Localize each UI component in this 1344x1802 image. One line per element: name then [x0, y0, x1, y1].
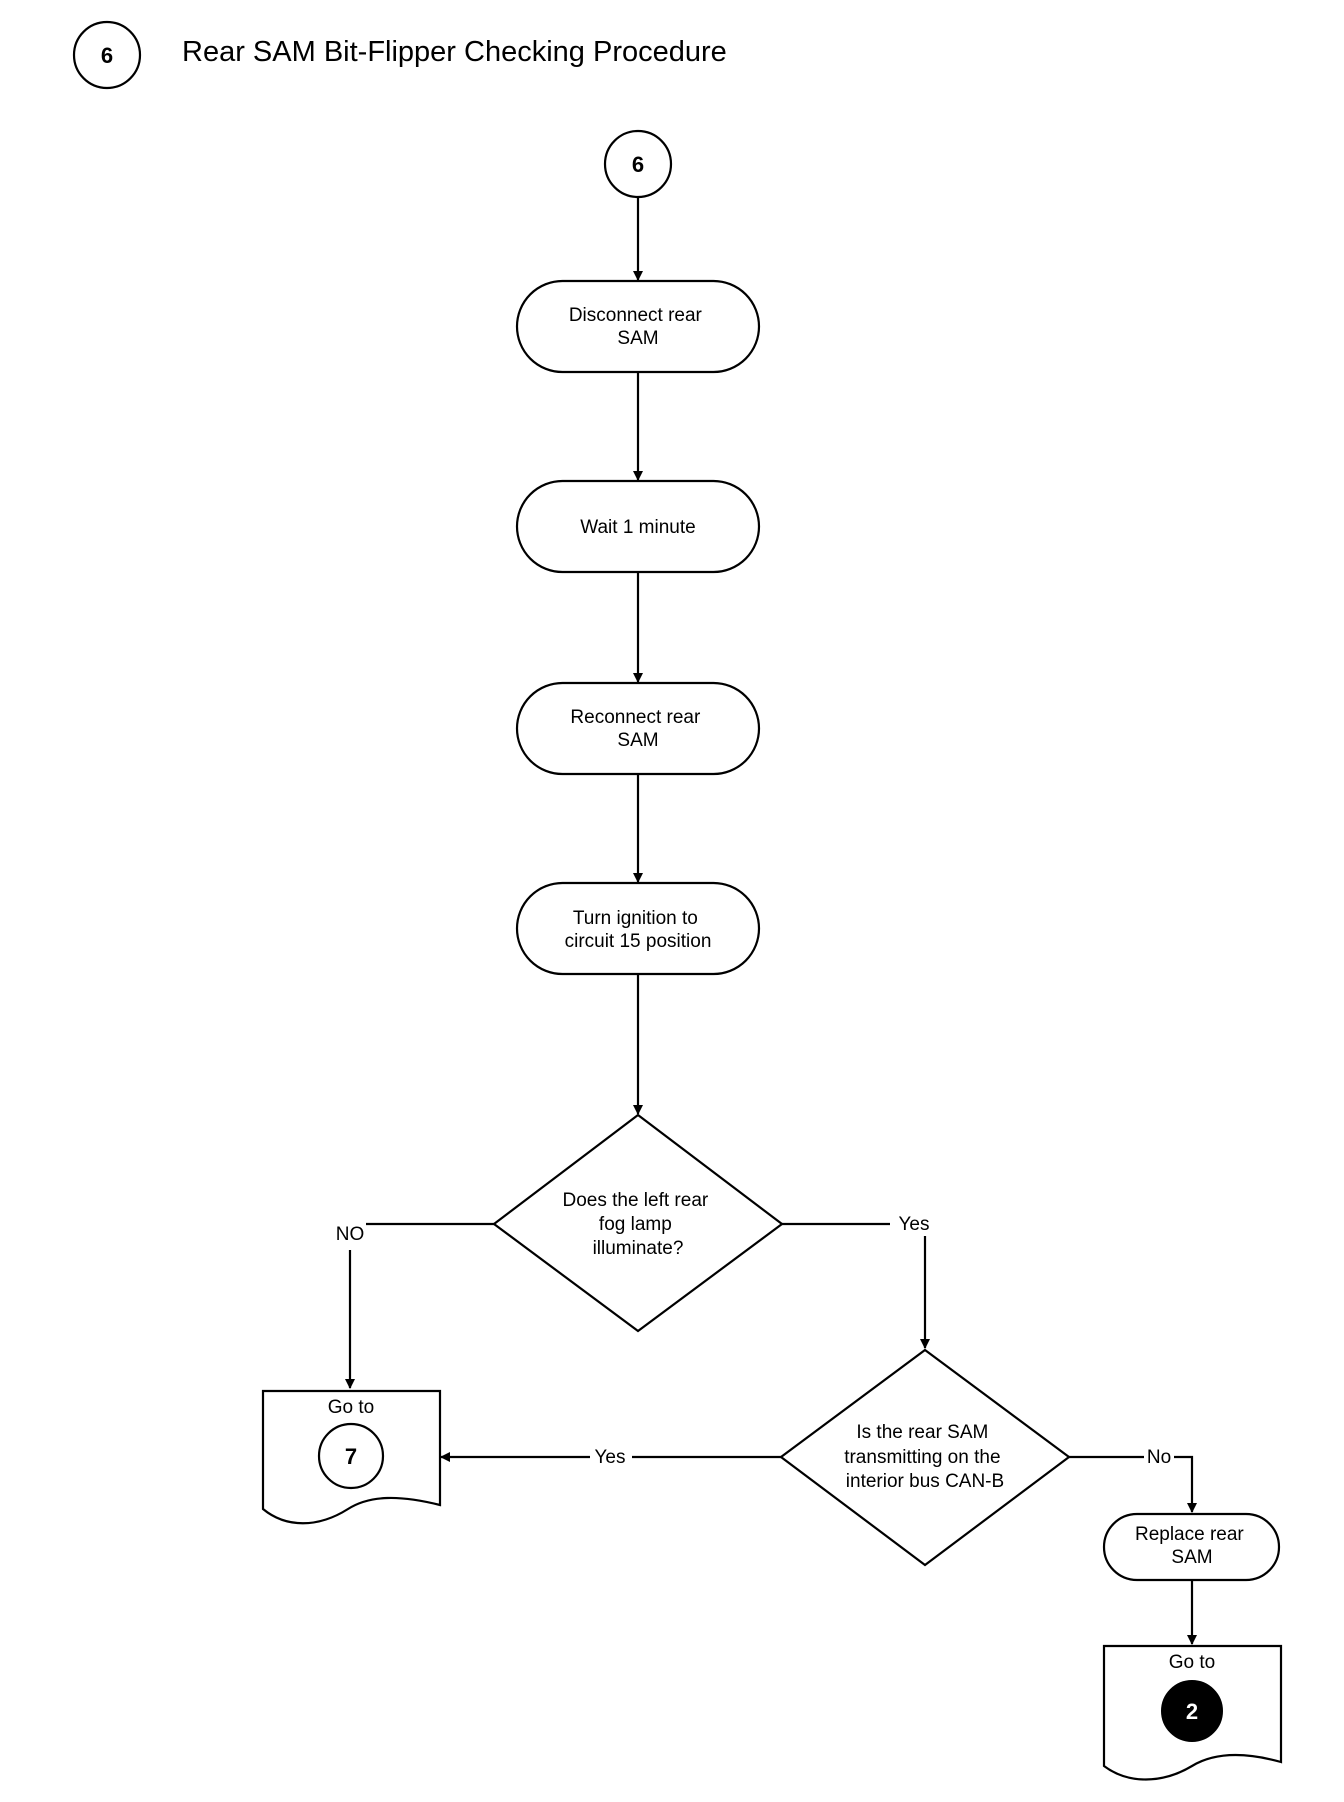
decision2-no-arrow [1174, 1455, 1197, 1513]
step-ignition-text: Turn ignition to circuit 15 position [565, 908, 712, 952]
decision1-yes-label: Yes [899, 1214, 930, 1235]
step-turn-ignition: Turn ignition to circuit 15 position [515, 881, 761, 976]
header-badge: 6 [72, 20, 142, 90]
page-title: Rear SAM Bit-Flipper Checking Procedure [182, 36, 727, 68]
start-connector-number: 6 [632, 152, 644, 177]
step-wait-text: Wait 1 minute [580, 517, 695, 538]
step-disconnect-rear-sam: Disconnect rear SAM [515, 279, 761, 374]
goto-7-connector [317, 1422, 385, 1490]
decision1-no-label: NO [336, 1224, 365, 1245]
decision2-no-label: No [1147, 1447, 1171, 1468]
goto-2-connector [1161, 1680, 1223, 1742]
start-connector: 6 [603, 129, 673, 199]
goto-7-card: Go to 7 [261, 1389, 442, 1525]
decision2-yes-label: Yes [595, 1447, 626, 1468]
goto-2-number: 2 [1186, 1699, 1198, 1724]
decision-can-b-text: Is the rear SAM transmitting on the inte… [844, 1422, 1006, 1492]
decision-fog-lamp: Does the left rear fog lamp illuminate? [492, 1113, 784, 1333]
goto-2-label: Go to [1169, 1652, 1215, 1673]
goto-7-number: 7 [345, 1444, 357, 1469]
goto-2-card: Go to 2 [1102, 1644, 1283, 1781]
step-reconnect-text: Reconnect rear SAM [570, 707, 705, 751]
decision-fog-lamp-text: Does the left rear fog lamp illuminate? [562, 1190, 713, 1259]
goto-7-label: Go to [328, 1397, 374, 1418]
step-replace-rear-sam: Replace rear SAM [1102, 1512, 1281, 1582]
header-badge-number: 6 [101, 43, 113, 68]
step-wait-1-minute: Wait 1 minute [515, 479, 761, 574]
step-reconnect-rear-sam: Reconnect rear SAM [515, 681, 761, 776]
step-replace-text: Replace rear SAM [1135, 1524, 1249, 1568]
step-disconnect-text: Disconnect rear SAM [569, 305, 707, 349]
decision-can-b: Is the rear SAM transmitting on the inte… [779, 1348, 1071, 1567]
